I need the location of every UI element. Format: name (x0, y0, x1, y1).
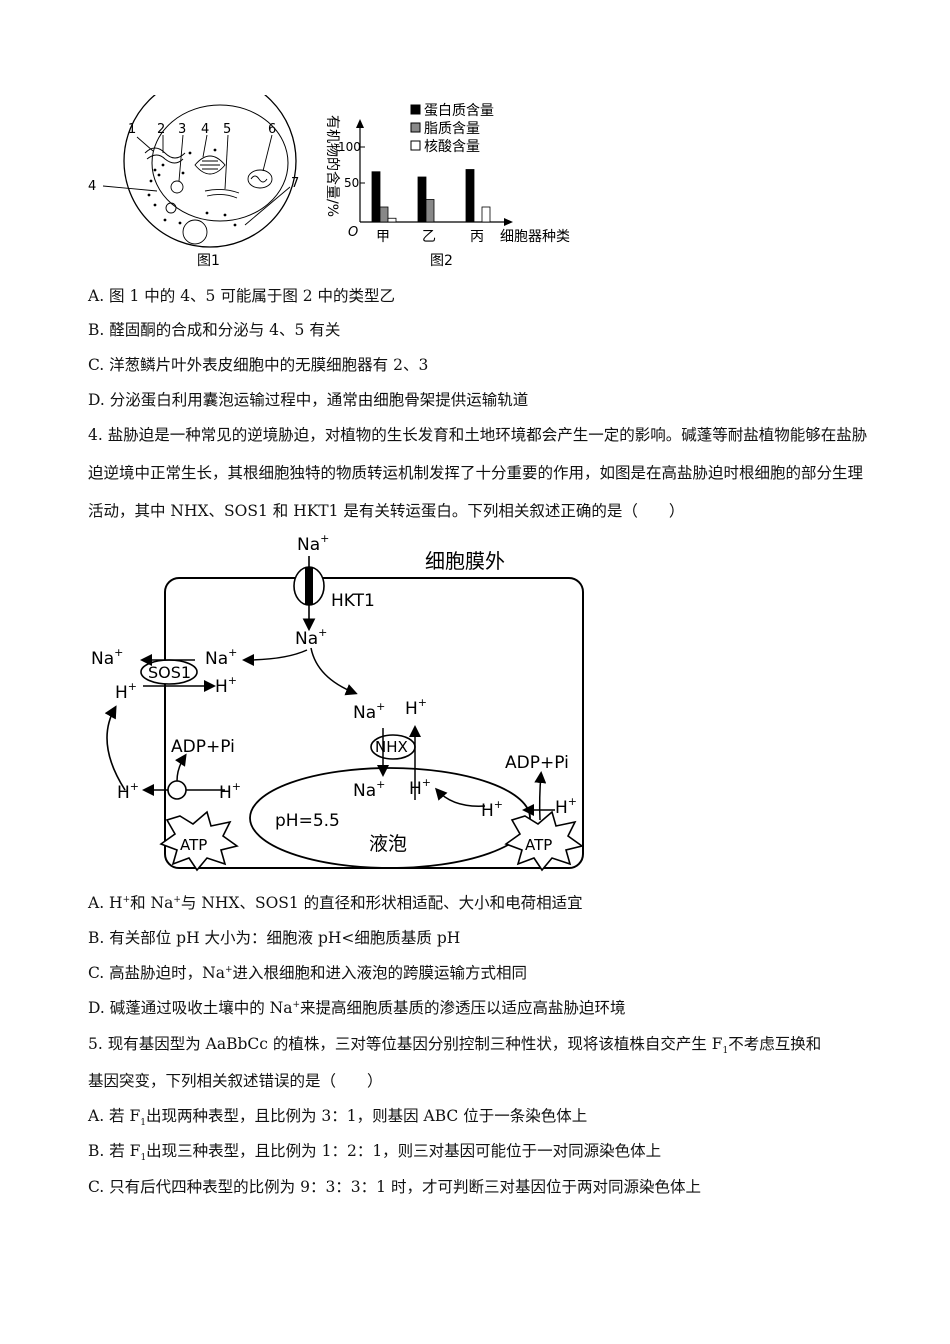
fig2-ylabel: 有机物的含量/% (324, 115, 340, 217)
q4-option-d: D. 碱蓬通过吸收土壤中的 Na+来提高细胞质基质的渗透压以适应高盐胁迫环境 (88, 999, 626, 1017)
h-pump-out: H+ (117, 780, 139, 803)
bar-2-2 (481, 206, 491, 223)
fig2-category-yi: 乙 (422, 229, 436, 245)
bar-0-2 (387, 217, 397, 223)
q3-option-c: C. 洋葱鳞片叶外表皮细胞中的无膜细胞器有 2、3 (88, 356, 429, 374)
fig1-caption: 图1 (197, 253, 220, 269)
fig1-label-2: 2 (157, 122, 165, 137)
h-left-out: H+ (115, 680, 137, 703)
figure-root-cell-transport-diagram: Na+ 细胞膜外 HKT1 Na+ Na+ Na+ SOS1 H+ H+ ADP… (91, 532, 584, 872)
atp-right: ATP (525, 836, 552, 854)
fig2-legend-nucleic: 核酸含量 (424, 139, 480, 155)
nhx-label: NHX (375, 738, 408, 756)
fig1-label-7: 7 (291, 176, 299, 191)
q4-option-c: C. 高盐胁迫时，Na+进入根细胞和进入液泡的跨膜运输方式相同 (88, 964, 528, 982)
adp-right: ADP+Pi (505, 753, 569, 773)
outside-label: 细胞膜外 (425, 549, 505, 573)
adp-left: ADP+Pi (171, 737, 235, 757)
na-left-out: Na+ (91, 646, 123, 669)
fig1-label-4b: 4 (88, 179, 96, 194)
h-left-in: H+ (215, 674, 237, 697)
q4-stem: 4. 盐胁迫是一种常见的逆境胁迫，对植物的生长发育和土地环境都会产生一定的影响。… (88, 426, 868, 520)
q3-option-b: B. 醛固酮的合成和分泌与 4、5 有关 (88, 321, 341, 339)
fig1-label-3: 3 (178, 122, 186, 137)
h-vacuole: H+ (409, 776, 431, 799)
bar-1-1 (425, 199, 435, 223)
bar-0-0 (371, 171, 381, 223)
fig2-origin: O (348, 225, 358, 240)
atp-left: ATP (180, 836, 207, 854)
bar-0-1 (379, 206, 389, 223)
h-right: H+ (555, 795, 577, 818)
q5-option-a: A. 若 F1出现两种表型，且比例为 3：1，则基因 ABC 位于一条染色体上 (88, 1107, 588, 1129)
h-vacuole-pump: H+ (481, 798, 503, 821)
fig2-legend-lipid: 脂质含量 (424, 121, 480, 137)
q5-option-c: C. 只有后代四种表型的比例为 9：3：3：1 时，才可判断三对基因位于两对同源… (88, 1178, 701, 1196)
q3-option-d: D. 分泌蛋白利用囊泡运输过程中，通常由细胞骨架提供运输轨道 (88, 391, 529, 409)
q5-stem: 5. 现有基因型为 AaBbCc 的植株，三对等位基因分别控制三种性状，现将该植… (88, 1035, 822, 1057)
fig2-xlabel: 细胞器种类 (500, 229, 570, 245)
fig1-label-6: 6 (268, 122, 276, 137)
q5-option-b: B. 若 F1出现三种表型，且比例为 1：2：1，则三对基因可能位于一对同源染色… (88, 1142, 662, 1164)
fig1-label-4: 4 (201, 122, 209, 137)
na-nhx-top: Na+ (353, 700, 385, 723)
h-nhx-top: H+ (405, 696, 427, 719)
fig1-label-1: 1 (128, 122, 136, 137)
na-after-hkt1: Na+ (295, 626, 327, 649)
q5-stem-line2: 基因突变，下列相关叙述错误的是（ ） (88, 1072, 383, 1090)
figure-2-bar-chart: 有机物的含量/% 100 50 O 甲 乙 丙 细胞器种类 蛋白质含量 脂质含量… (324, 103, 570, 269)
hkt1-label: HKT1 (331, 591, 375, 611)
fig2-category-bing: 丙 (470, 229, 484, 245)
fig2-legend-protein: 蛋白质含量 (424, 103, 494, 119)
ph-label: pH=5.5 (275, 811, 340, 831)
bar-2-0 (465, 169, 475, 223)
fig2-tick-50: 50 (344, 176, 359, 190)
na-vacuole: Na+ (353, 778, 385, 801)
figure-1-cell-diagram: 1 2 3 4 5 6 4 7 图1 (88, 95, 299, 269)
bar-1-0 (417, 176, 427, 223)
q4-option-a: A. H+和 Na+与 NHX、SOS1 的直径和形状相适配、大小和电荷相适宜 (88, 894, 583, 912)
fig1-label-5: 5 (223, 122, 231, 137)
q4-option-b: B. 有关部位 pH 大小为：细胞液 pH<细胞质基质 pH (88, 929, 461, 947)
na-outside: Na+ (297, 532, 329, 555)
fig2-tick-100: 100 (338, 140, 361, 154)
na-left-in: Na+ (205, 646, 237, 669)
vacuole-label: 液泡 (369, 833, 407, 855)
sos1-label: SOS1 (148, 663, 191, 682)
fig2-category-jia: 甲 (376, 229, 390, 245)
fig2-caption: 图2 (430, 253, 453, 269)
h-pump-in: H+ (219, 780, 241, 803)
q3-option-a: A. 图 1 中的 4、5 可能属于图 2 中的类型乙 (88, 287, 396, 305)
